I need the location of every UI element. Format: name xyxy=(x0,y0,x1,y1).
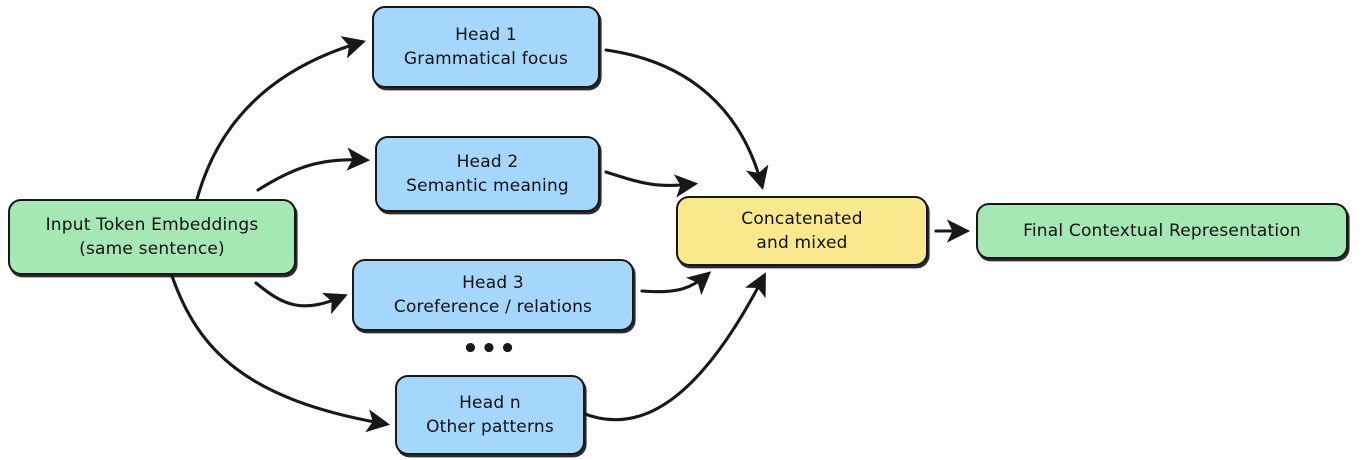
ellipsis-marker: ••• xyxy=(462,334,518,364)
edge-head1-concat xyxy=(604,48,769,191)
node-head-1[interactable]: Head 1 Grammatical focus xyxy=(372,6,600,88)
node-final-contextual-representation[interactable]: Final Contextual Representation xyxy=(976,203,1348,259)
node-headn-line2: Other patterns xyxy=(426,417,554,437)
node-headn-line1: Head n xyxy=(459,392,521,413)
node-input-line1: Input Token Embeddings xyxy=(45,214,259,235)
edge-head3-concat xyxy=(640,271,712,296)
node-head1-line1: Head 1 xyxy=(455,24,517,45)
node-head3-line2: Coreference / relations xyxy=(393,297,593,317)
edge-input-head1 xyxy=(190,36,367,222)
node-concat-line2: and mixed xyxy=(756,233,848,253)
node-input-line2: (same sentence) xyxy=(79,239,225,259)
edge-head2-concat xyxy=(604,170,699,198)
edge-input-head3 xyxy=(254,281,348,315)
node-head3-line1: Head 3 xyxy=(462,272,524,293)
node-final-line1: Final Contextual Representation xyxy=(1023,220,1301,241)
node-head2-line1: Head 2 xyxy=(456,151,519,172)
node-concatenated-and-mixed[interactable]: Concatenated and mixed xyxy=(676,196,928,266)
node-concat-line1: Concatenated xyxy=(741,208,863,229)
node-head-n[interactable]: Head n Other patterns xyxy=(395,375,585,455)
node-head-2[interactable]: Head 2 Semantic meaning xyxy=(375,136,600,212)
edge-input-head2 xyxy=(256,147,371,192)
node-head-3[interactable]: Head 3 Coreference / relations xyxy=(352,259,634,331)
node-input-token-embeddings[interactable]: Input Token Embeddings (same sentence) xyxy=(8,199,296,275)
node-head1-line2: Grammatical focus xyxy=(403,49,569,69)
node-head2-line2: Semantic meaning xyxy=(406,176,569,196)
